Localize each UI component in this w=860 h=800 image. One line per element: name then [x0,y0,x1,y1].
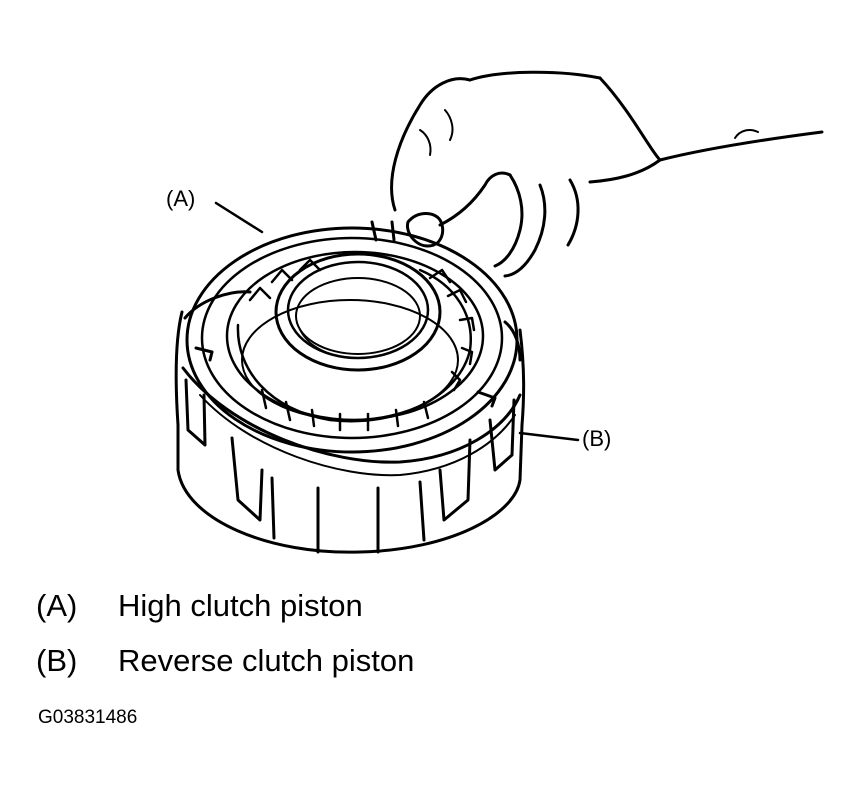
center-bore [274,252,442,372]
callout-a-label: (A) [166,186,196,211]
reverse-clutch-piston-drum [174,290,526,554]
legend-item-a: (A) High clutch piston [36,590,363,621]
hand-illustration [390,70,824,278]
splined-hub [236,258,476,432]
legend-item-b: (B) Reverse clutch piston [36,645,414,676]
leader-line-b [518,431,580,442]
legend-label: High clutch piston [118,588,363,623]
callout-b-label: (B) [582,426,612,451]
figure-id: G03831486 [38,707,138,728]
legend-label: Reverse clutch piston [118,643,415,678]
legend-key: (B) [36,643,78,678]
legend-key: (A) [36,588,78,623]
leader-line-a [214,201,264,234]
